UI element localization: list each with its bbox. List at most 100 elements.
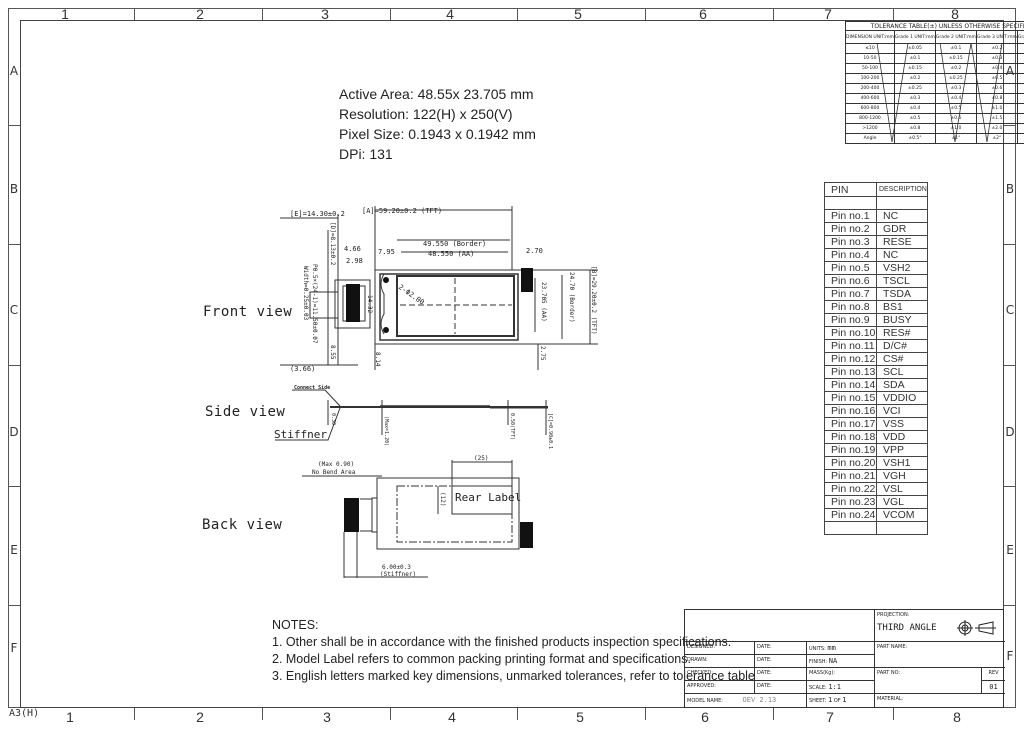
pin-description: SDA — [876, 377, 928, 392]
dim-d: [D]=8.13±0.2 — [329, 222, 336, 266]
side-view-drawing: Connect Side Stiffner 0.30 (Max=1.20) 0.… — [274, 385, 553, 449]
dim-aa-h: 23.705 (AA) — [540, 282, 547, 322]
pin-description: VDDIO — [876, 390, 928, 405]
tol-row: 10-50±0.1±0.15±0.3±0.45 — [845, 53, 1024, 64]
pin-description: GDR — [876, 221, 928, 236]
units-field: UNITS: mm — [807, 642, 875, 655]
dim-e: [E]=14.30±0.2 — [290, 210, 345, 218]
pin-description: BS1 — [876, 299, 928, 314]
zone-col-4-bottom: 4 — [448, 709, 456, 725]
note-item: 3. English letters marked key dimensions… — [272, 669, 755, 683]
zone-col-3: 3 — [321, 6, 329, 22]
tol-header-grade1: Grade 1 UNIT:mm — [893, 30, 936, 44]
dim-795: 7.95 — [378, 248, 395, 256]
zone-col-3-bottom: 3 — [323, 709, 331, 725]
pin-number: Pin no.9 — [824, 312, 877, 327]
pin-description: VSS — [876, 416, 928, 431]
rev-label: REV — [982, 668, 1005, 681]
zone-col-8: 8 — [951, 6, 959, 22]
dim-pitch: P0.5×(24-1)=11.50±0.07 — [311, 264, 318, 344]
dim-25: (25) — [474, 455, 488, 462]
pin-number: Pin no.17 — [824, 416, 877, 431]
dim-855: 8.55 — [329, 345, 336, 360]
drawing-inner-frame — [20, 20, 1004, 708]
pin-description: VGL — [876, 494, 928, 509]
zone-row-b-right: B — [1005, 182, 1015, 196]
tol-header-grade3: Grade 3 UNIT:mm — [975, 30, 1018, 44]
tol-cell: ±0.6 — [1016, 63, 1024, 74]
sheet-size-label: A3(H) — [9, 708, 40, 719]
pin-description: RESE — [876, 234, 928, 249]
model-name-field: MODEL NAME: OEV 2.13 — [685, 694, 807, 708]
zone-col-6: 6 — [699, 6, 707, 22]
checked-field: CHECKED: — [685, 668, 755, 681]
dim-a: [A]=59.20±0.2 (TFT) — [362, 207, 442, 215]
pixel-size-spec: Pixel Size: 0.1943 x 0.1942 mm — [339, 126, 536, 142]
note-item: 1. Other shall be in accordance with the… — [272, 635, 732, 649]
dim-12: (12) — [439, 492, 446, 506]
side-view-label: Side view — [205, 404, 286, 420]
pin-number: Pin no.6 — [824, 273, 877, 288]
dim-hole: 2-Φ2.00 — [397, 283, 426, 306]
pin-description: BUSY — [876, 312, 928, 327]
material-field: MATERIAL: — [877, 696, 904, 702]
pin-number: Pin no.18 — [824, 429, 877, 444]
tol-cell: ±3° — [1016, 133, 1024, 144]
note-item: 2. Model Label refers to common packing … — [272, 652, 691, 666]
zone-row-b: B — [9, 182, 19, 196]
zone-col-4: 4 — [446, 6, 454, 22]
pin-number: Pin no.13 — [824, 364, 877, 379]
pin-number: Pin no.5 — [824, 260, 877, 275]
drawn-date-field: DATE: — [755, 655, 807, 668]
sheet-field: SHEET: 1 OF 1 — [807, 694, 875, 708]
pin-description: VSH2 — [876, 260, 928, 275]
pin-number: Pin no.10 — [824, 325, 877, 340]
dim-298: 2.98 — [346, 257, 363, 265]
connect-side-label: Connect Side — [294, 385, 330, 391]
tolerance-table-title: TOLERANCE TABLE(±) UNLESS OTHERWISE SPEC… — [845, 21, 1024, 31]
pin-number: Pin no.19 — [824, 442, 877, 457]
pin-description: CS# — [876, 351, 928, 366]
tol-cell: ±2.5 — [1016, 113, 1024, 124]
tol-cell: ±1.0 — [1016, 83, 1024, 94]
zone-col-1-bottom: 1 — [66, 709, 74, 725]
designed-field: DESIGNED: — [685, 642, 755, 655]
part-name-field: PART NAME: — [875, 642, 1005, 668]
dim-border-h: 24.70 (Border) — [568, 272, 575, 323]
drawn-field: DRAWN: — [685, 655, 755, 668]
pin-number: Pin no.7 — [824, 286, 877, 301]
tol-header-grade2: Grade 2 UNIT:mm — [934, 30, 977, 44]
pin-description: VSH1 — [876, 455, 928, 470]
pin-number: Pin no.3 — [824, 234, 877, 249]
zone-col-2: 2 — [196, 6, 204, 22]
dim-b: [B]=29.20±0.2 (TFT) — [590, 266, 597, 335]
tol-row: 600-800±0.4±0.5±1.0±2.0 — [845, 103, 1024, 114]
third-angle-projection-icon — [957, 620, 996, 636]
projection-label: PROJECTION: — [877, 612, 910, 618]
zone-col-5: 5 — [574, 6, 582, 22]
units-value: mm — [827, 644, 836, 652]
checked-date-field: DATE: — [755, 668, 807, 681]
dim-275: 2.75 — [539, 346, 546, 361]
tolerance-crossout-marks — [876, 43, 1003, 143]
pin-number: Pin no.23 — [824, 494, 877, 509]
zone-row-e: E — [10, 543, 18, 557]
tol-cell: ±0.45 — [1016, 53, 1024, 64]
pin-number: Pin no.20 — [824, 455, 877, 470]
tol-header-grade4: Grade 4 UNIT:mm — [1016, 30, 1024, 44]
pin-description: VPP — [876, 442, 928, 457]
finish-field: FINISH: NA — [807, 655, 875, 668]
front-view-label: Front view — [203, 304, 293, 320]
pin-description: VDD — [876, 429, 928, 444]
